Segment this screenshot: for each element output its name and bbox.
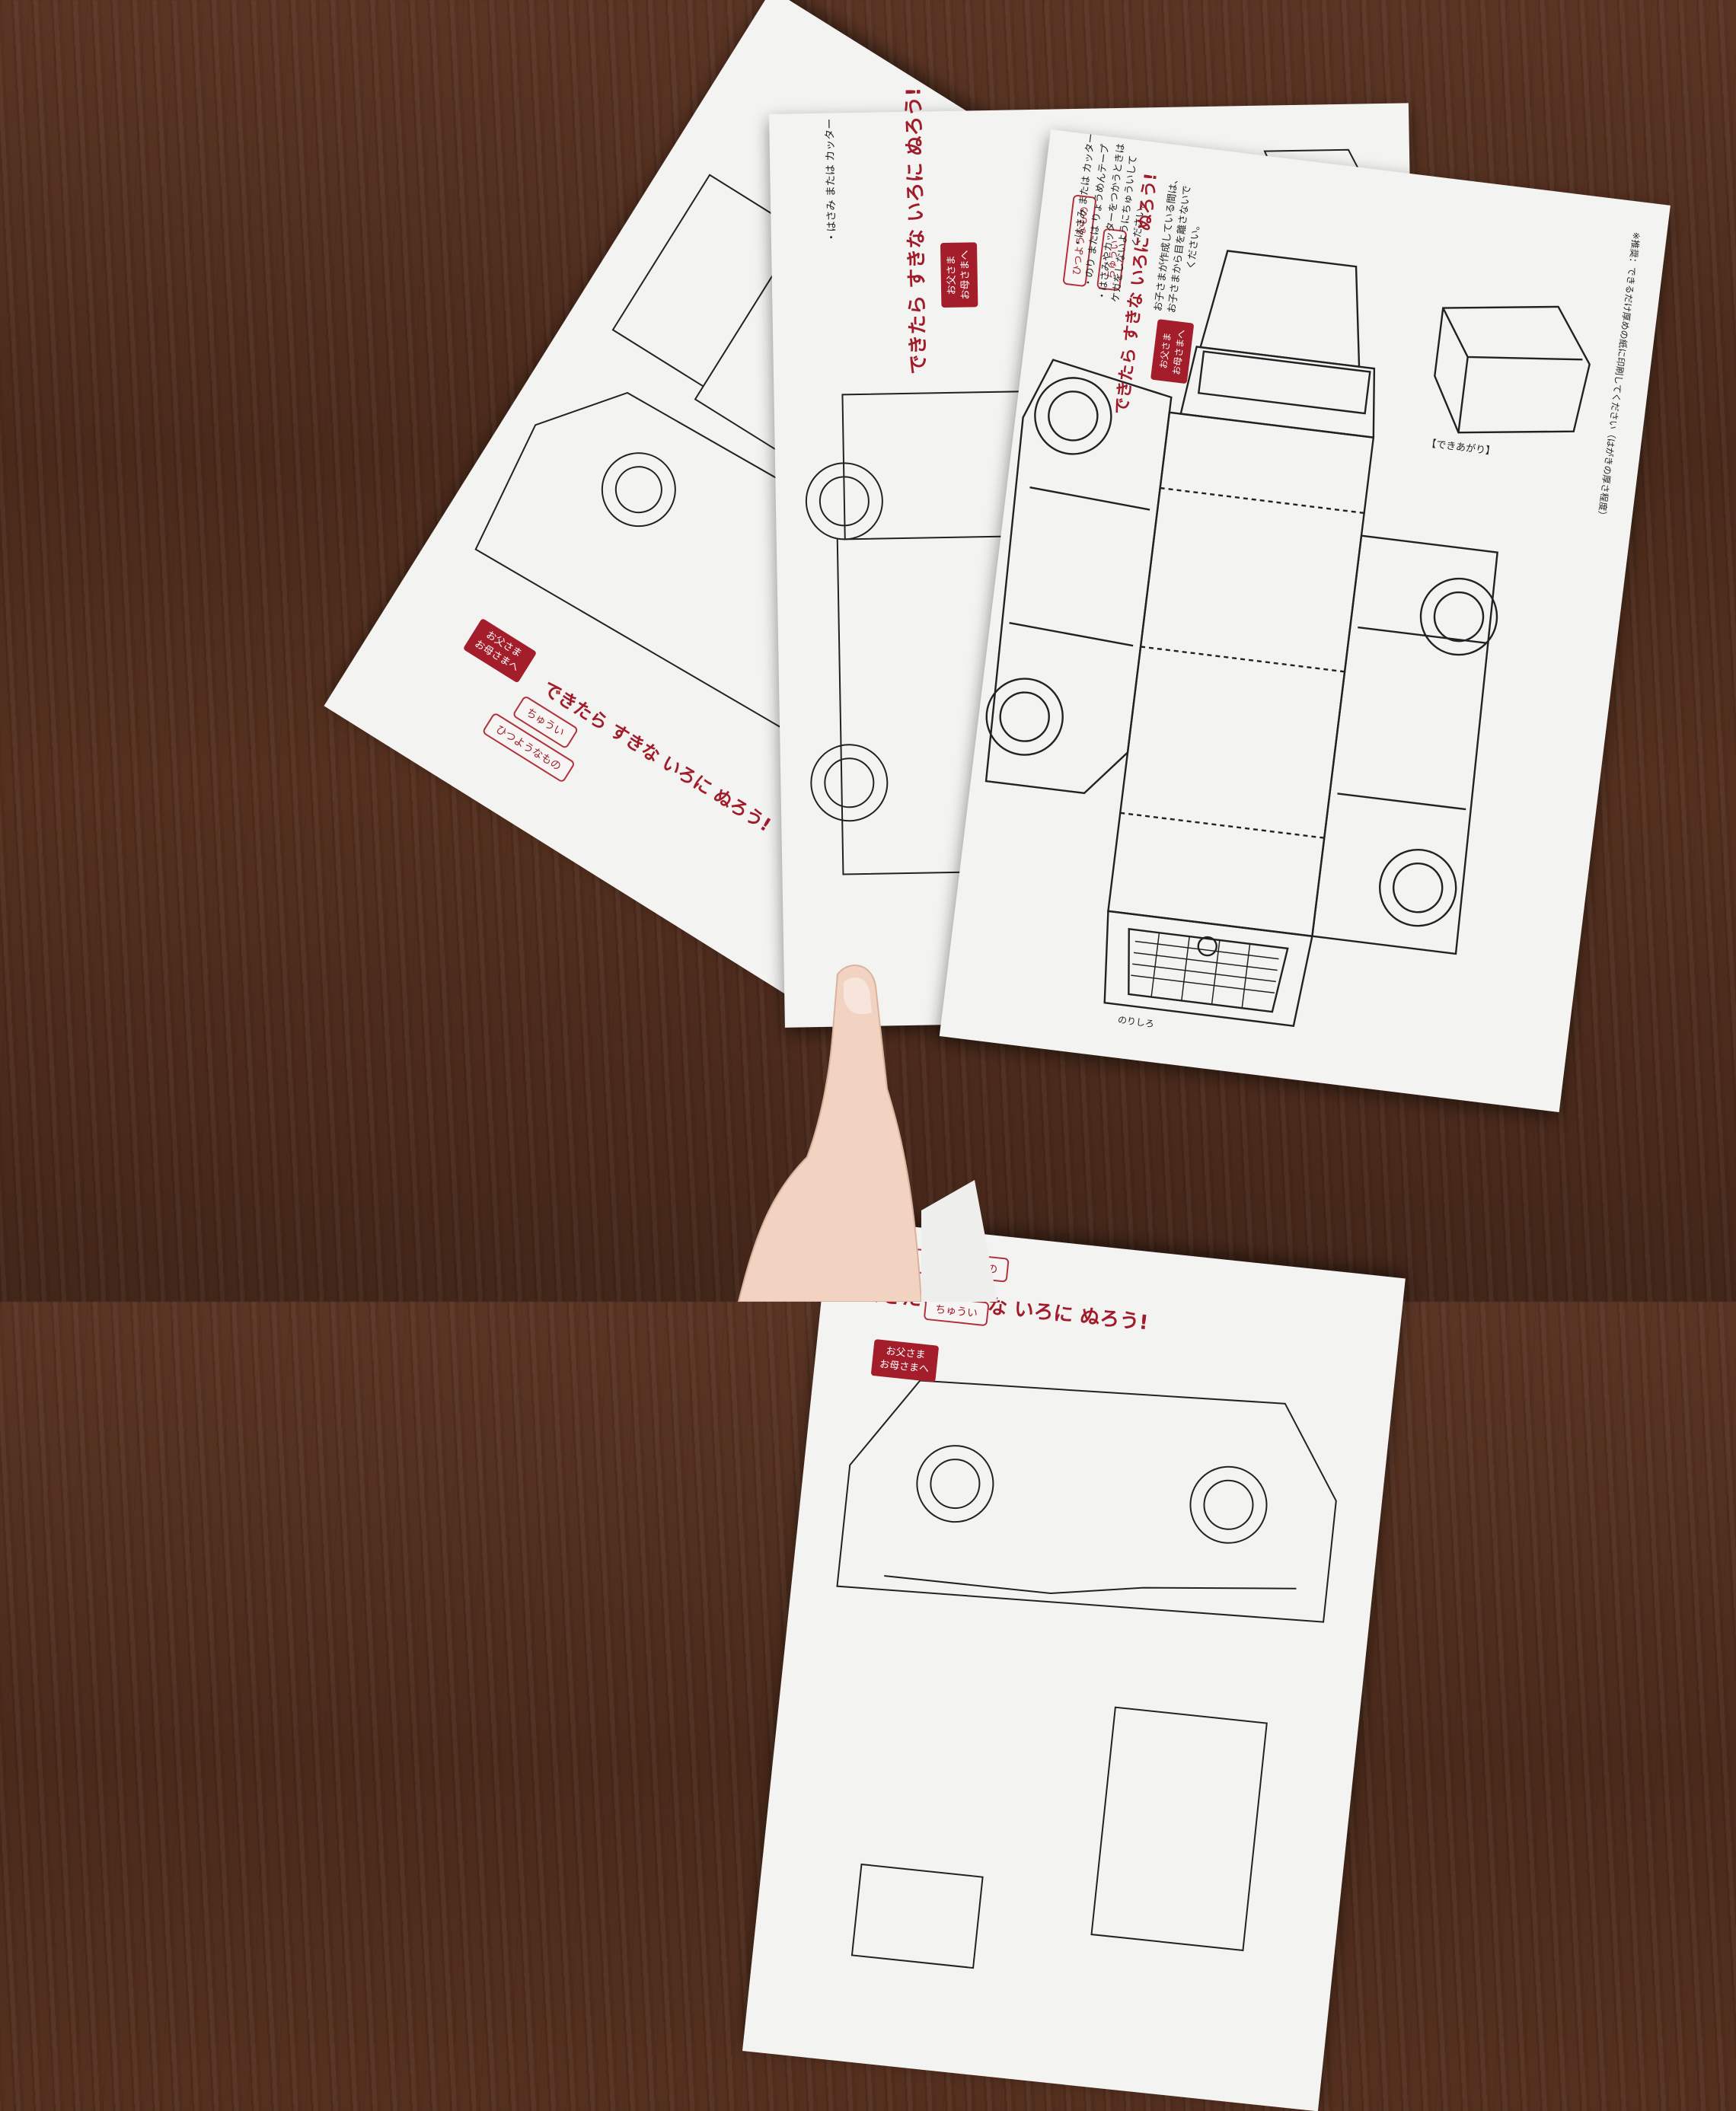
car-net-drawing-4 <box>984 250 1591 1027</box>
papercraft-sheet-1: お父さま お母さまへ できたら すきな いろに ぬろう! ひつようなもの ちゅう… <box>742 1218 1406 2111</box>
sheet3-badge-line2: お母さまへ <box>959 250 972 300</box>
car-net-drawing-1 <box>836 1379 1337 1969</box>
sheet3-parent-badge: お父さま お母さまへ <box>940 242 978 308</box>
sheet1-parent-badge: お父さま お母さまへ <box>870 1339 940 1382</box>
sheet4-parent-badge: お父さま お母さまへ <box>1150 318 1195 384</box>
sheet3-materials-line1: ・はさみ または カッター <box>824 118 838 243</box>
sheet3-headline-text: できたら すきな いろに ぬろう! <box>902 87 930 375</box>
papercraft-sheet-4: ひつようなもの ちゅうい ・はさみ または カッター ・のり または りょうめん… <box>939 129 1671 1112</box>
sheet3-badge-line1: お父さま <box>946 255 959 295</box>
hand-photo <box>737 965 997 1302</box>
